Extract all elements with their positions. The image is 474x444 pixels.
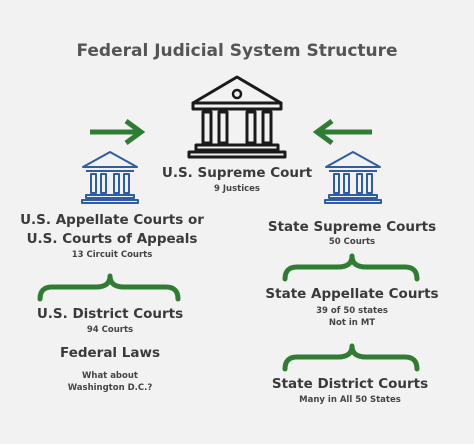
federal-district-label: U.S. District Courts <box>36 306 184 322</box>
federal-laws-label: Federal Laws <box>60 345 160 361</box>
state-district-detail: Many in All 50 States <box>299 395 401 405</box>
federal-appellate-label-line1: U.S. Appellate Courts or <box>20 212 204 228</box>
state-district-curly-brace-icon <box>282 343 420 372</box>
state-appellate-label: State Appellate Courts <box>265 286 439 302</box>
state-arrow-left-icon <box>312 118 372 146</box>
diagram-title: Federal Judicial System Structure <box>76 41 398 61</box>
supreme-court-detail: 9 Justices <box>214 184 260 194</box>
state-appellate-detail-line1: 39 of 50 states <box>316 306 388 316</box>
federal-appellate-label-line2: U.S. Courts of Appeals <box>26 231 198 247</box>
state-district-label: State District Courts <box>271 376 429 392</box>
supreme-court-label: U.S. Supreme Court <box>161 165 313 181</box>
federal-arrow-right-icon <box>90 118 146 146</box>
federal-appellate-detail: 13 Circuit Courts <box>71 250 153 260</box>
federal-curly-brace-icon <box>37 273 181 302</box>
federal-appellate-courthouse-icon <box>81 151 139 204</box>
state-appellate-detail-line2: Not in MT <box>328 318 376 328</box>
federal-laws-question-line1: What about <box>82 371 138 381</box>
state-supreme-courthouse-icon <box>324 151 382 204</box>
supreme-court-courthouse-icon <box>187 75 287 159</box>
state-supreme-detail: 50 Courts <box>328 237 376 247</box>
state-appellate-curly-brace-icon <box>282 253 420 282</box>
federal-district-detail: 94 Courts <box>86 325 134 335</box>
state-supreme-label: State Supreme Courts <box>267 219 437 235</box>
federal-laws-question-line2: Washington D.C.? <box>67 383 153 393</box>
